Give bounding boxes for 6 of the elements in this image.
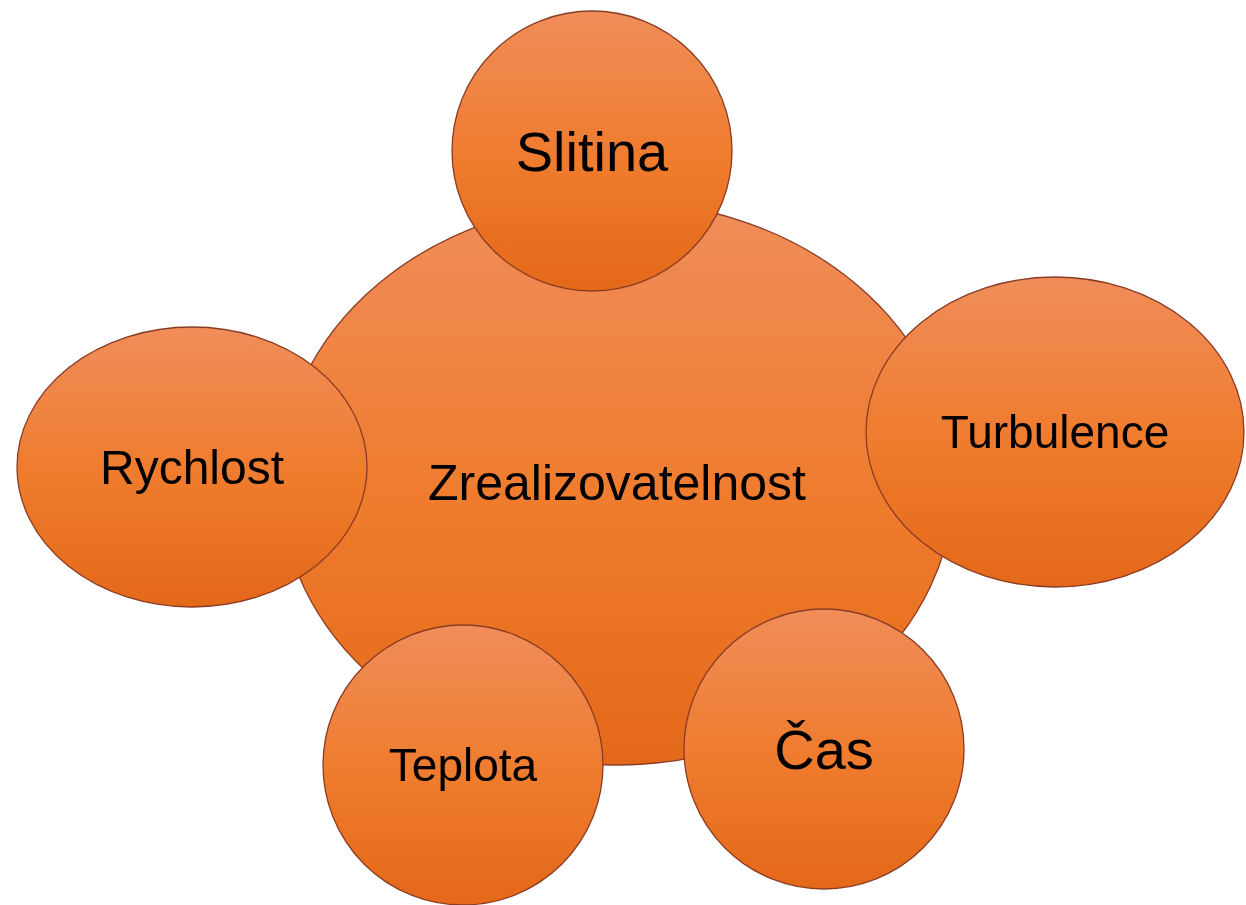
node-label: Čas xyxy=(774,716,874,782)
node-label: Zrealizovatelnost xyxy=(428,454,806,512)
node-label: Turbulence xyxy=(940,405,1170,459)
node-label: Teplota xyxy=(388,738,538,792)
node-label: Rychlost xyxy=(99,439,285,495)
node-label: Slitina xyxy=(515,118,669,184)
